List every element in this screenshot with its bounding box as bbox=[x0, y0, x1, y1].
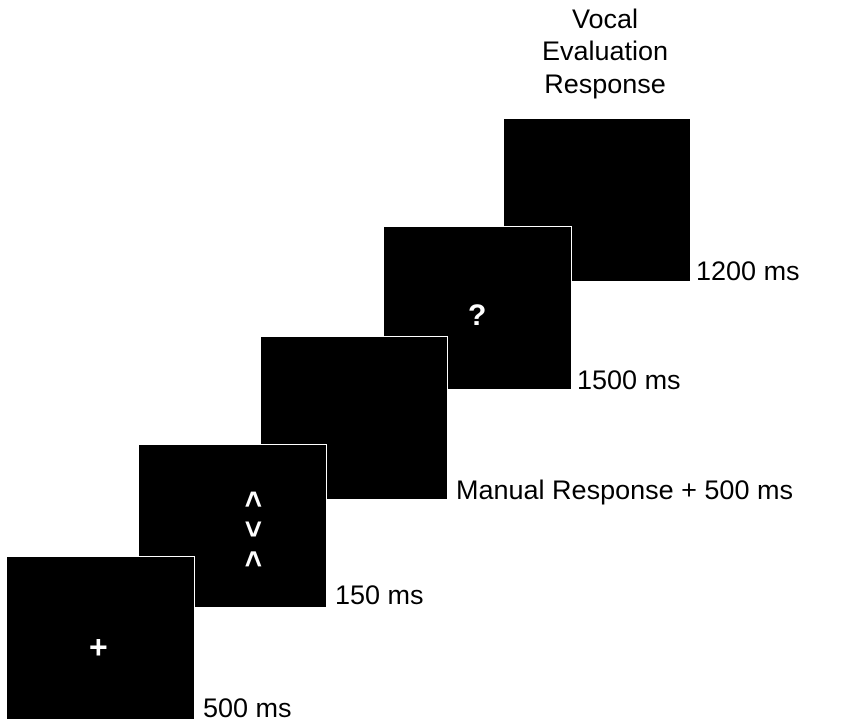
duration-label-manual-response: Manual Response + 500 ms bbox=[456, 475, 793, 505]
duration-label-fixation: 500 ms bbox=[203, 693, 292, 723]
vocal-evaluation-title: Vocal Evaluation Response bbox=[541, 4, 669, 99]
question-mark-stimulus: ? bbox=[468, 299, 487, 332]
duration-label-question: 1500 ms bbox=[577, 365, 681, 395]
flanker-arrows-text: < > < bbox=[236, 490, 270, 570]
duration-label-flanker: 150 ms bbox=[335, 580, 424, 610]
flanker-arrows-stimulus: < > < bbox=[236, 490, 270, 570]
duration-label-vocal: 1200 ms bbox=[696, 256, 800, 286]
fixation-cross-stimulus: + bbox=[89, 629, 108, 665]
screen-fixation: + bbox=[6, 556, 195, 720]
